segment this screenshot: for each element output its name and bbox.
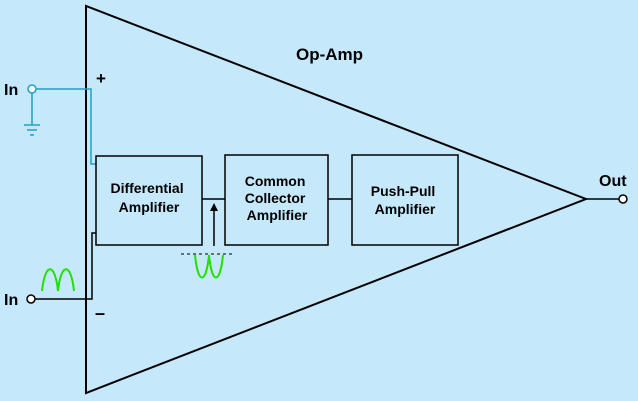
inverting-input-label: In bbox=[4, 292, 18, 309]
signal-wave-icon bbox=[194, 254, 224, 279]
noninverting-input-label: In bbox=[4, 82, 18, 99]
input-terminal-icon bbox=[27, 84, 37, 94]
plus-sign: + bbox=[96, 69, 106, 88]
block-label-line: Amplifier bbox=[247, 207, 308, 223]
input-terminal-icon bbox=[26, 294, 36, 304]
block-label-line: Amplifier bbox=[119, 199, 180, 215]
block-differential-amplifier: Differential Amplifier bbox=[95, 155, 203, 246]
svg-text:Common Collector A: Common Collector Amplifier bbox=[245, 173, 310, 223]
output-terminal-icon bbox=[618, 194, 628, 204]
svg-text:Differential Amplifier: Differential Amplifier bbox=[110, 180, 187, 215]
output: Out bbox=[586, 173, 628, 204]
signal-wave-icon bbox=[41, 268, 75, 292]
svg-text:Push-Pull Amplifier: Push-Pull Amplifier bbox=[371, 183, 439, 217]
block-label-line: Amplifier bbox=[375, 201, 436, 217]
block-label-line: Differential bbox=[110, 180, 183, 196]
inverting-wire bbox=[35, 232, 96, 300]
noninverting-input: In + bbox=[4, 69, 106, 165]
intermediate-signal bbox=[181, 203, 235, 279]
signal-arrow-head bbox=[210, 203, 218, 211]
block-label-line: Push-Pull bbox=[371, 183, 436, 199]
block-label-line: Common bbox=[245, 173, 306, 189]
inverting-input: In – bbox=[4, 232, 105, 323]
diagram-title: Op-Amp bbox=[296, 45, 363, 64]
noninverting-wire bbox=[36, 88, 96, 165]
block-push-pull-amplifier: Push-Pull Amplifier bbox=[351, 154, 459, 246]
minus-sign: – bbox=[95, 303, 105, 323]
block-common-collector-amplifier: Common Collector Amplifier bbox=[224, 154, 329, 246]
output-label: Out bbox=[599, 173, 627, 190]
ground-icon bbox=[24, 93, 40, 136]
block-label-line: Collector bbox=[245, 190, 306, 206]
